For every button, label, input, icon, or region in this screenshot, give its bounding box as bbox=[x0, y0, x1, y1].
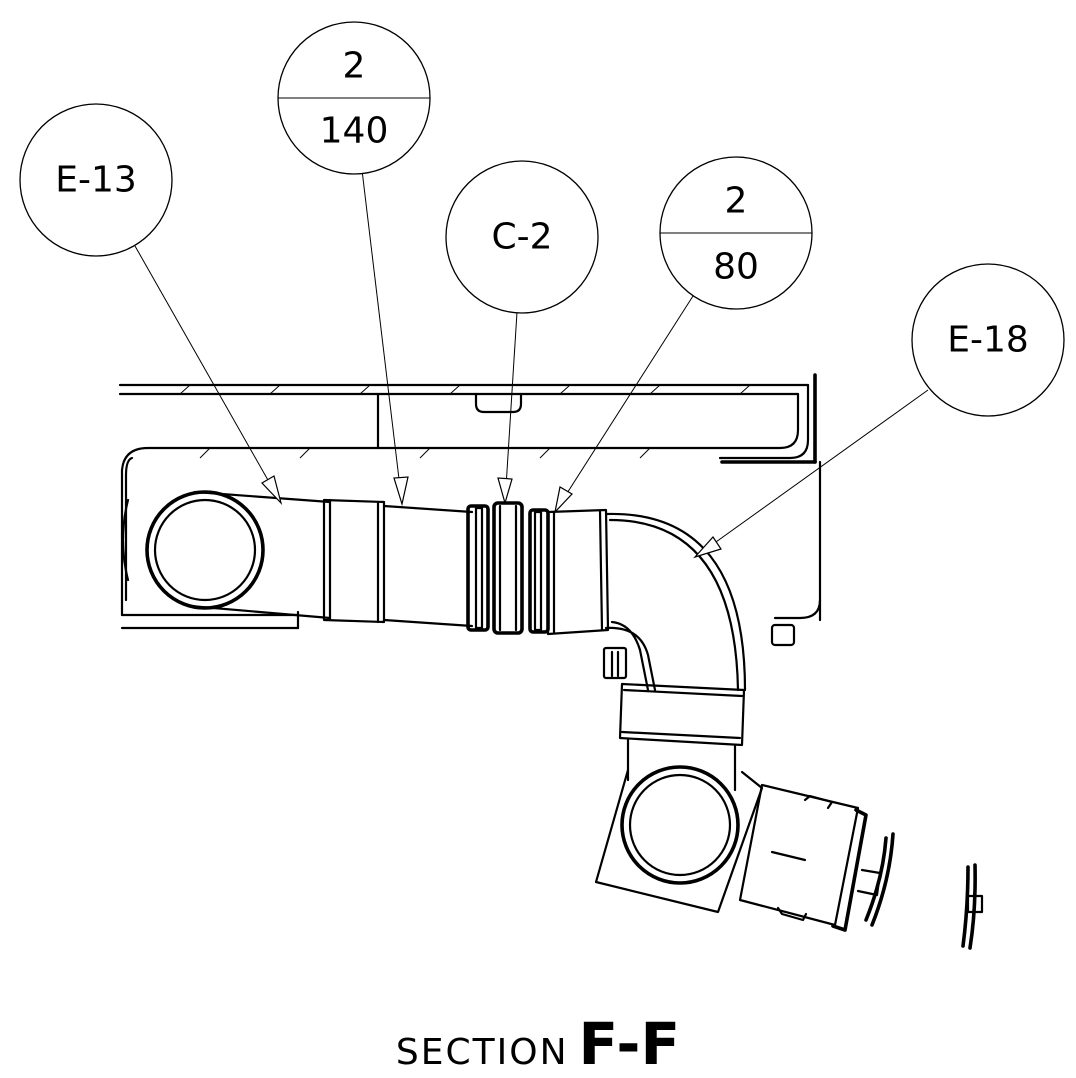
housing-panel bbox=[118, 373, 822, 647]
callout-qty-140: 2 140 bbox=[277, 21, 431, 175]
callout-e13-label: E-13 bbox=[55, 160, 137, 201]
callout-e13: E-13 bbox=[19, 103, 173, 257]
e13-arrowhead bbox=[261, 475, 283, 506]
hose-segment bbox=[322, 498, 474, 628]
lower-sleeve bbox=[618, 682, 746, 792]
leader-lines bbox=[134, 169, 929, 559]
callout-qty-80: 2 80 bbox=[659, 156, 813, 310]
qty-140-arrowhead bbox=[393, 476, 409, 507]
lower-connector bbox=[594, 765, 984, 950]
c2-arrowhead bbox=[497, 477, 513, 506]
callout-c2-label: C-2 bbox=[491, 217, 552, 258]
section-id: F-F bbox=[578, 1010, 681, 1078]
callout-e18-label: E-18 bbox=[947, 320, 1029, 361]
callout-c2: C-2 bbox=[445, 160, 599, 314]
callout-qty-80-top: 2 bbox=[725, 181, 748, 222]
callout-e18: E-18 bbox=[911, 263, 1065, 417]
section-word: SECTION bbox=[395, 1032, 569, 1073]
qty-80-arrowhead bbox=[554, 486, 573, 514]
callout-qty-80-bottom: 80 bbox=[713, 247, 759, 288]
clamp-rings bbox=[466, 501, 550, 635]
e18-arrowhead bbox=[693, 536, 722, 559]
callout-qty-140-bottom: 140 bbox=[320, 111, 389, 152]
callout-qty-140-top: 2 bbox=[343, 46, 366, 87]
hatch-lines bbox=[179, 384, 751, 459]
hose-elbow bbox=[602, 512, 747, 692]
left-end-fitting bbox=[145, 490, 332, 620]
coupling-sleeve bbox=[546, 508, 610, 636]
